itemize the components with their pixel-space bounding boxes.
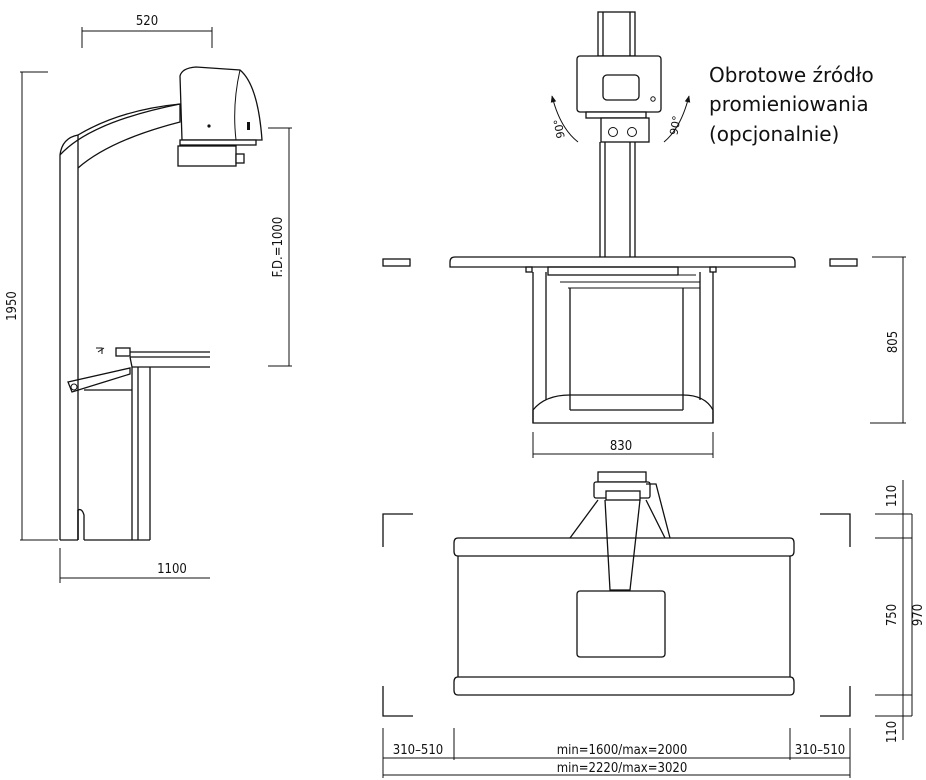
- side-view: 520 1950: [5, 14, 292, 583]
- dim-table-width: 830: [532, 432, 714, 458]
- table-side: [67, 347, 210, 541]
- rot-left-label: 90°: [551, 118, 567, 139]
- tube-top: [569, 471, 671, 658]
- dim-focal-distance: F.D.=1000: [268, 127, 292, 367]
- dim-total-height: 1950: [5, 71, 58, 541]
- dim-outer-depth-label: 970: [911, 604, 926, 626]
- annotation-line-1: Obrotowe źródło: [709, 63, 874, 87]
- table-front: [382, 256, 858, 424]
- rot-right-label: 90°: [667, 115, 683, 136]
- annotation-line-3: (opcjonalnie): [709, 122, 839, 146]
- dim-table-width-label: 830: [610, 439, 632, 454]
- dim-top-width-label: 520: [136, 14, 158, 29]
- tube-housing-side: [177, 66, 263, 167]
- column: [59, 134, 79, 541]
- dim-table-height: 805: [870, 256, 906, 424]
- rotation-indicator: 90° 90°: [550, 95, 691, 143]
- dim-depth-stack: 110 750 970 110: [875, 480, 926, 743]
- dim-total-height-label: 1950: [5, 291, 20, 321]
- dim-inner-depth-label: 750: [885, 604, 900, 626]
- dim-top-margin-label: 110: [885, 485, 900, 507]
- dim-width-stack: 310–510 min=1600/max=2000 310–510 min=22…: [382, 728, 851, 778]
- dim-outer-range-label: min=2220/max=3020: [557, 761, 688, 776]
- front-view: 90° 90° Obrotowe źródło promieniowania (…: [382, 11, 906, 458]
- dim-top-width: 520: [81, 14, 213, 48]
- dim-bottom-margin-label: 110: [885, 721, 900, 743]
- dim-base-length-label: 1100: [157, 562, 187, 577]
- dim-right-side-label: 310–510: [795, 743, 845, 758]
- annotation-line-2: promieniowania: [709, 92, 869, 116]
- dim-base-length: 1100: [59, 548, 210, 583]
- rotating-source-annotation: Obrotowe źródło promieniowania (opcjonal…: [709, 63, 874, 146]
- dim-inner-range-label: min=1600/max=2000: [557, 743, 688, 758]
- tube-housing-front: [576, 55, 662, 143]
- dim-left-side-label: 310–510: [393, 743, 443, 758]
- dim-table-height-label: 805: [886, 331, 901, 353]
- dim-focal-distance-label: F.D.=1000: [271, 217, 286, 278]
- top-view: 110 750 970 110 310–510 min=1600/max=200…: [382, 471, 926, 778]
